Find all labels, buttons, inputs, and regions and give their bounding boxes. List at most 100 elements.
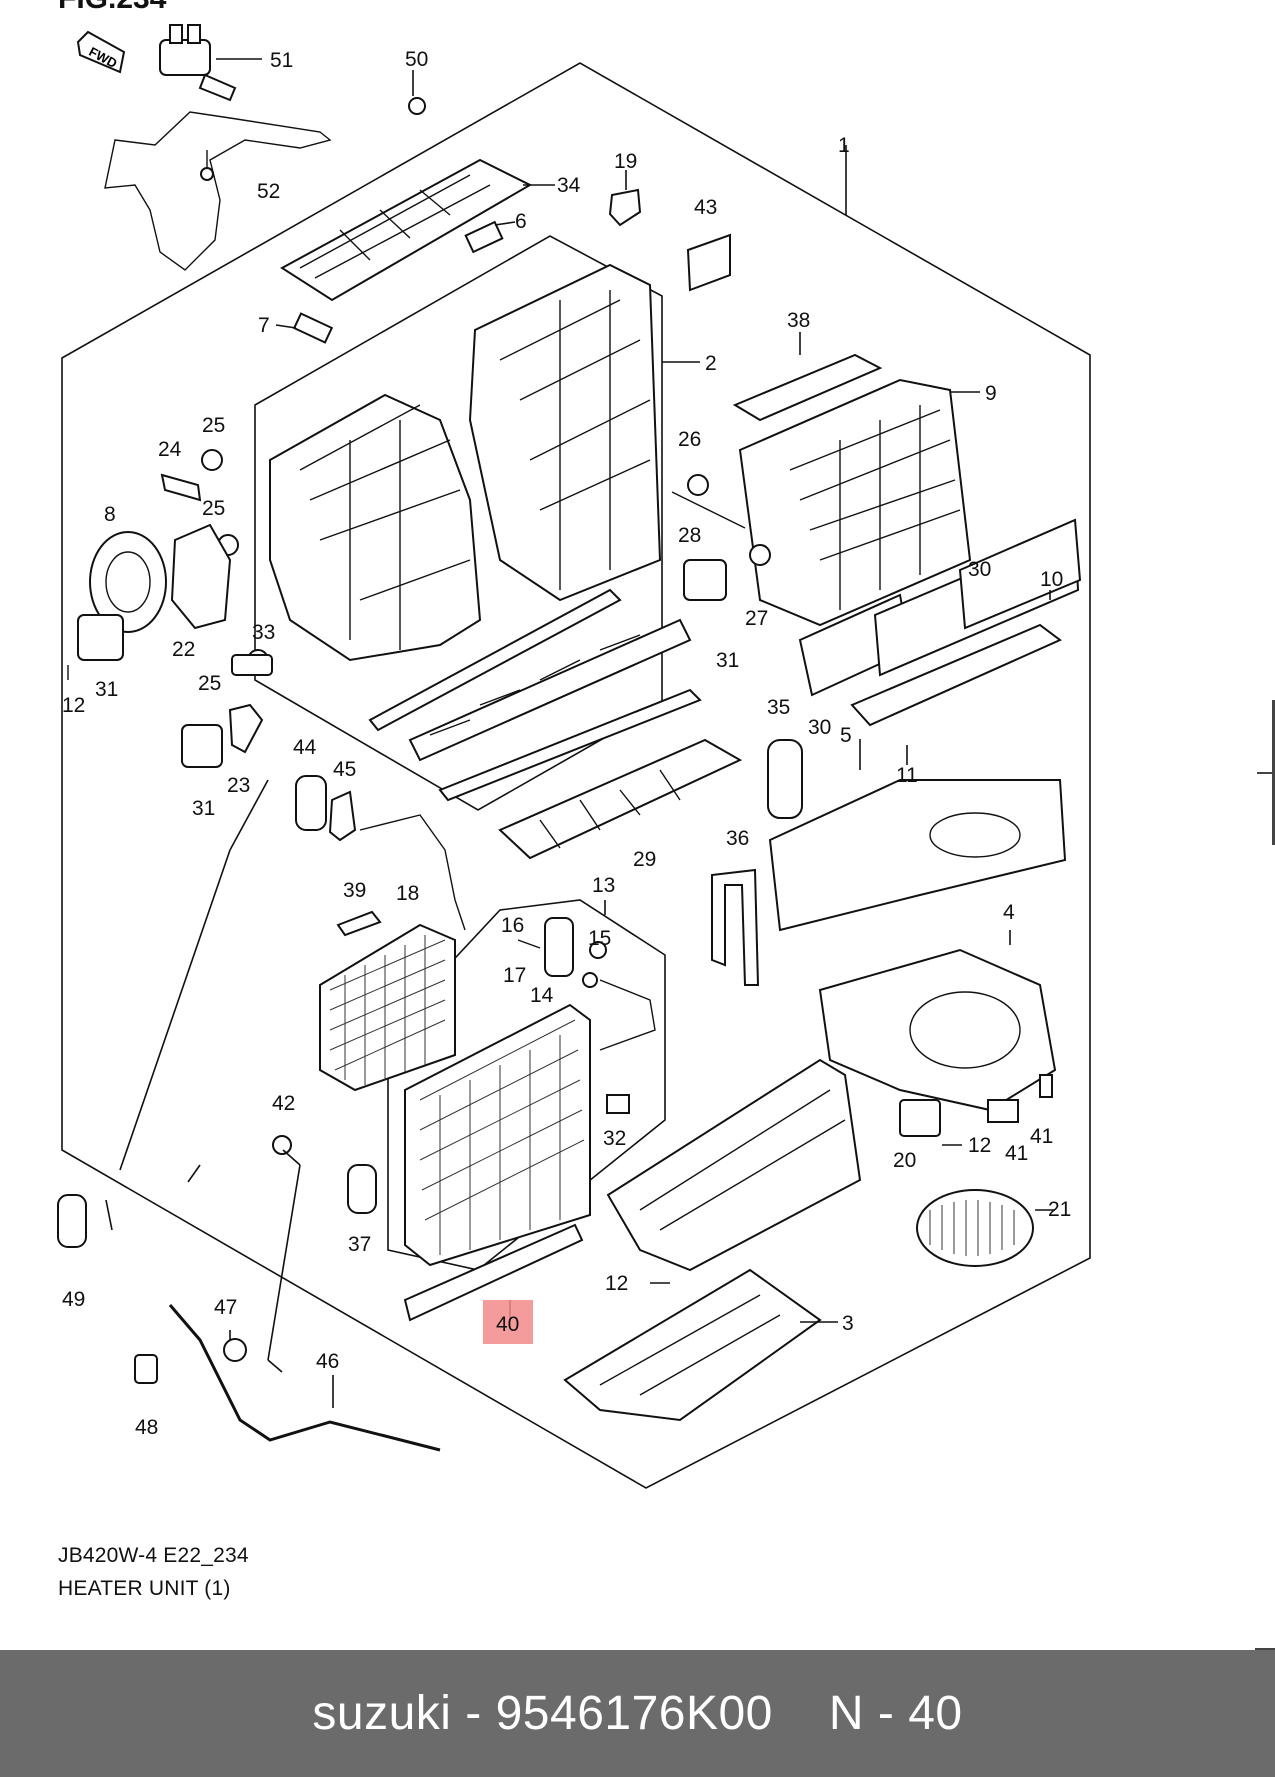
part-33-fitting xyxy=(231,654,273,676)
part-31-actuator-a xyxy=(77,614,124,661)
reference-number: N - 40 xyxy=(828,1687,963,1740)
part-41-label-a xyxy=(987,1099,1019,1123)
callout-23: 23 xyxy=(227,774,250,797)
part-6-clip xyxy=(464,220,504,254)
part-48-clip xyxy=(134,1354,158,1384)
fwd-arrow-icon: FWD xyxy=(76,30,126,74)
part-38-seal xyxy=(732,353,883,422)
part-11-tray xyxy=(850,623,1062,727)
callout-30a: 30 xyxy=(968,558,991,581)
callout-25a: 25 xyxy=(202,414,225,437)
callout-41b: 41 xyxy=(1030,1125,1053,1148)
part-22-cover xyxy=(170,523,232,630)
part-46-drain-hose xyxy=(168,1304,441,1452)
callout-20: 20 xyxy=(893,1149,916,1172)
part-20-resistor xyxy=(899,1099,941,1137)
part-31-actuator-c xyxy=(683,559,727,601)
callout-12b: 12 xyxy=(968,1134,991,1157)
callout-16: 16 xyxy=(501,914,524,937)
part-25-actuator-a xyxy=(201,449,223,471)
callout-14: 14 xyxy=(530,984,554,1007)
part-47-elbow xyxy=(223,1338,247,1362)
part-26-actuator xyxy=(687,474,709,496)
callout-36: 36 xyxy=(726,827,749,850)
part-45-clamp xyxy=(328,790,357,842)
part-42-grommet xyxy=(272,1135,292,1155)
callout-6: 6 xyxy=(515,210,527,233)
part-16-expansion-valve xyxy=(544,917,574,977)
callout-29: 29 xyxy=(633,848,656,871)
part-39-bracket xyxy=(336,910,382,937)
callout-15: 15 xyxy=(588,927,611,950)
part-heater-pipes xyxy=(359,814,466,931)
part-number-footer: suzuki - 9546176K00 N - 40 xyxy=(0,1650,1275,1777)
callout-51: 51 xyxy=(270,49,293,72)
part-9-blower-case xyxy=(738,378,972,627)
part-51-valve xyxy=(159,24,237,102)
diagram-code: JB420W-4 E22_234 xyxy=(58,1544,249,1567)
callout-39: 39 xyxy=(343,879,366,902)
part-40-seal-strip xyxy=(403,1223,584,1322)
part-35-seal xyxy=(767,739,803,819)
assembly-outline xyxy=(61,62,1091,1489)
door-rail-group xyxy=(368,588,702,802)
part-17-bolt xyxy=(517,939,541,949)
callout-40: 40 xyxy=(496,1313,519,1336)
callout-52: 52 xyxy=(257,180,280,203)
callout-4: 4 xyxy=(1003,901,1015,924)
leader-lines xyxy=(105,58,1055,1408)
callout-46: 46 xyxy=(316,1350,339,1373)
part-19-pad xyxy=(608,188,642,227)
callout-44: 44 xyxy=(293,736,317,759)
callout-35: 35 xyxy=(767,696,790,719)
part-15-o-ring xyxy=(589,941,607,959)
callout-13: 13 xyxy=(592,874,615,897)
part-43-pad xyxy=(686,233,731,292)
part-50-nut xyxy=(408,97,426,115)
part-bracket xyxy=(104,111,332,271)
highlight-box-part-40[interactable] xyxy=(483,1300,533,1344)
callout-17: 17 xyxy=(503,964,526,987)
part-3-lower-case xyxy=(563,1268,822,1422)
frame-tick xyxy=(1255,1648,1275,1650)
callout-12a: 12 xyxy=(62,694,85,717)
part-49-grommet xyxy=(57,1194,87,1248)
diagram-title: HEATER UNIT (1) xyxy=(58,1577,231,1600)
callout-8: 8 xyxy=(104,503,116,526)
part-28-rod xyxy=(671,491,746,529)
part-8-motor xyxy=(89,531,167,633)
part-37-grommet xyxy=(347,1164,377,1214)
part-44-grommet xyxy=(295,775,327,831)
callout-labels: 51 50 52 34 6 7 19 43 1 2 38 9 25 24 25 … xyxy=(62,48,1071,1439)
callout-27: 27 xyxy=(745,607,768,630)
callout-21: 21 xyxy=(1048,1198,1071,1221)
part-27-nut xyxy=(749,544,771,566)
callout-24: 24 xyxy=(158,438,182,461)
part-evaporator-pipes xyxy=(599,979,656,1051)
figure-heading: FIG.234 xyxy=(58,0,167,15)
callout-42: 42 xyxy=(272,1092,295,1115)
part-7-clip xyxy=(292,312,334,344)
part-41-label-b xyxy=(1039,1074,1053,1098)
callout-25b: 25 xyxy=(202,497,225,520)
part-4-blower-housing xyxy=(818,948,1057,1112)
part-24-lever xyxy=(160,473,202,502)
callout-25c: 25 xyxy=(198,672,221,695)
callout-37: 37 xyxy=(348,1233,371,1256)
callout-12c: 12 xyxy=(605,1272,628,1295)
part-36-seal xyxy=(711,868,760,986)
part-13-evaporator xyxy=(404,1003,591,1267)
part-5-duct xyxy=(768,779,1067,932)
part-2-heater-case xyxy=(269,263,662,662)
callout-1: 1 xyxy=(838,134,850,157)
callout-5: 5 xyxy=(840,724,852,747)
part-23-link xyxy=(228,703,264,754)
part-18-heater-core xyxy=(319,923,456,1092)
callout-41a: 41 xyxy=(1005,1142,1028,1165)
part-lower-duct xyxy=(606,1058,862,1272)
callout-50: 50 xyxy=(405,48,428,71)
callout-18: 18 xyxy=(396,882,419,905)
part-29-vent-duct xyxy=(498,738,743,860)
part-14-o-ring xyxy=(582,972,598,988)
frame-tick xyxy=(1257,772,1275,774)
